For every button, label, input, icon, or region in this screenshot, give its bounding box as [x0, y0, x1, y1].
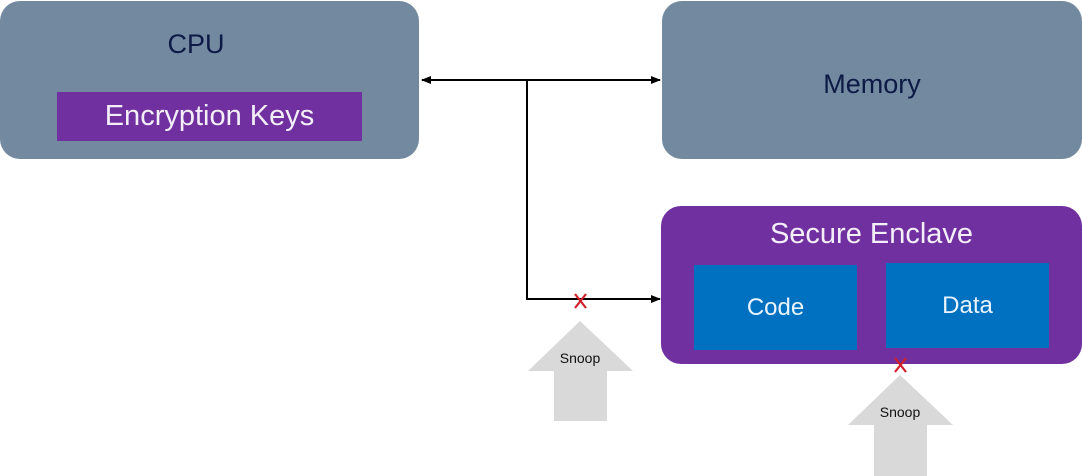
snoop-arrow-icon: [848, 375, 953, 476]
cpu-block: CPU Encryption Keys: [0, 1, 419, 159]
snoop-label: Snoop: [879, 404, 921, 420]
cpu-title: CPU: [167, 29, 225, 59]
data-block: Data: [886, 263, 1049, 348]
code-block: Code: [694, 265, 857, 350]
encryption-keys-block: Encryption Keys: [57, 92, 362, 141]
memory-block: Memory: [662, 1, 1082, 159]
secure-enclave-block: Secure Enclave Code Data: [661, 206, 1082, 364]
blocked-x-icon: [574, 293, 587, 309]
snoop-label: Snoop: [559, 350, 601, 366]
snoop-arrow-icon: [528, 321, 633, 421]
secure-enclave-title: Secure Enclave: [769, 218, 974, 250]
blocked-x-icon: [894, 357, 907, 373]
memory-title: Memory: [823, 69, 921, 99]
